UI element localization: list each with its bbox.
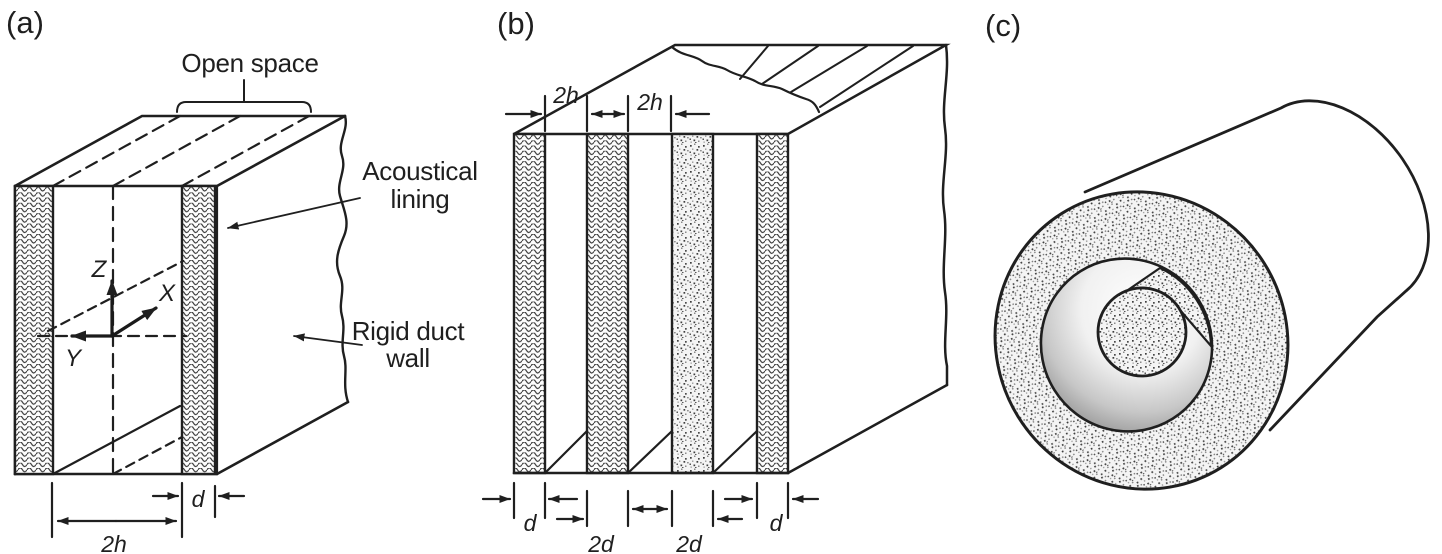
duct-side-wall bbox=[215, 114, 350, 476]
y-axis-label: Y bbox=[65, 345, 83, 372]
open-space-brace bbox=[176, 101, 312, 113]
cylinder-body-outline bbox=[1083, 99, 1430, 432]
mid-plane-receding-dashed bbox=[46, 259, 185, 333]
rigid-duct-wall-label-line2: wall bbox=[385, 343, 430, 373]
panel-a-tag: (a) bbox=[6, 5, 44, 40]
silencer-side-wall bbox=[786, 43, 949, 475]
bottom-slant-edge bbox=[786, 383, 949, 475]
lining-thickness-dim-label: d bbox=[192, 486, 206, 512]
hidden-edge-left-lining bbox=[51, 114, 182, 188]
panel-a-rectangular-lined-duct: (a) Open space bbox=[6, 5, 478, 554]
baffle-2-lining bbox=[585, 132, 630, 475]
baffle-outer-right-dim-label: d bbox=[770, 510, 784, 536]
channel-floor-edges bbox=[512, 429, 790, 475]
torn-edge-wavy-right bbox=[941, 43, 949, 387]
baffle-top-edges bbox=[739, 45, 914, 108]
channel-floor-edge bbox=[51, 404, 182, 476]
hidden-edge-right-lining bbox=[180, 114, 311, 188]
acoustical-lining-label-line2: lining bbox=[391, 184, 450, 214]
acoustical-lining-left-strip bbox=[13, 184, 55, 476]
panel-b-parallel-baffle-silencer: (b) bbox=[481, 6, 951, 554]
rigid-duct-wall-pointer-arrow bbox=[293, 333, 363, 346]
acoustical-lining-right-strip bbox=[180, 184, 217, 476]
coordinate-axes bbox=[70, 279, 158, 342]
z-axis-label: Z bbox=[91, 256, 108, 283]
baffle-inner-right-dim-label: 2d bbox=[675, 531, 703, 554]
center-pod-face bbox=[1096, 286, 1188, 378]
open-space-label: Open space bbox=[181, 48, 318, 78]
panel-c-circular-lined-duct: (c) bbox=[985, 8, 1430, 491]
panel-a-dimensions bbox=[50, 481, 246, 539]
baffle-4-lining bbox=[755, 132, 790, 475]
panel-b-tag: (b) bbox=[497, 6, 535, 41]
panel-b-bottom-dimensions bbox=[481, 481, 820, 528]
panel-b-top-dimensions bbox=[504, 94, 711, 133]
bottom-slant-edge bbox=[215, 400, 350, 476]
floor-hidden-dashed bbox=[111, 435, 184, 476]
panel-c-tag: (c) bbox=[985, 8, 1021, 43]
baffle-1-lining bbox=[512, 132, 547, 475]
duct-top-face bbox=[13, 114, 347, 188]
x-axis-label: X bbox=[158, 280, 176, 307]
channel-2-dim-label: 2h bbox=[636, 89, 663, 115]
top-face-torn-edge bbox=[670, 45, 821, 114]
channel-1-dim-label: 2h bbox=[552, 82, 579, 108]
acoustical-lining-pointer-arrow bbox=[227, 197, 361, 230]
baffle-3-porous bbox=[670, 132, 715, 475]
x-axis-arrow bbox=[110, 306, 158, 338]
hidden-edge-center-plane bbox=[111, 114, 242, 188]
channel-width-dim-label: 2h bbox=[100, 531, 127, 554]
acoustical-lining-label-line1: Acoustical bbox=[362, 156, 478, 186]
rigid-duct-wall-label-line1: Rigid duct bbox=[352, 316, 466, 346]
torn-edge-wavy bbox=[335, 114, 350, 404]
silencer-top-face bbox=[513, 43, 951, 136]
baffle-inner-left-dim-label: 2d bbox=[587, 531, 615, 554]
baffle-outer-left-dim-label: d bbox=[524, 510, 538, 536]
